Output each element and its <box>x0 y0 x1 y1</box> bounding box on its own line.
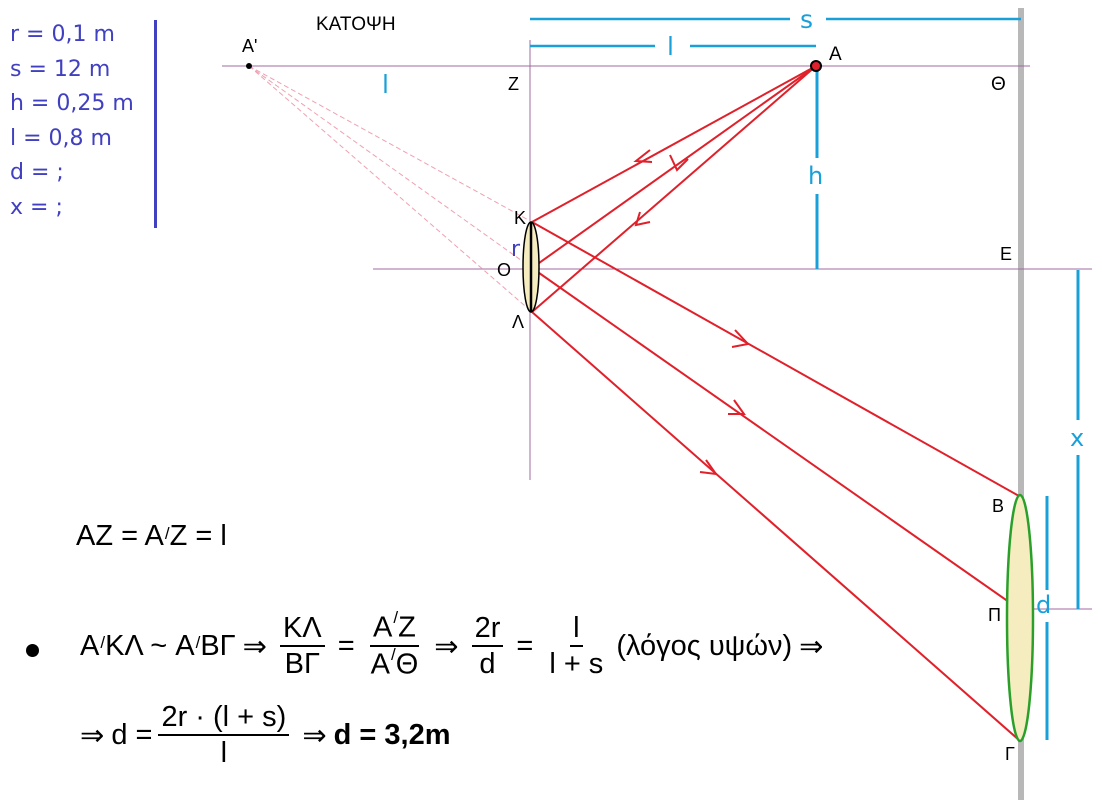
label-p: Π <box>988 605 1001 625</box>
eq2-kl-sim: ΚΛ ~ A <box>105 629 195 662</box>
title-katopsi: ΚΑΤΟΨΗ <box>316 14 396 35</box>
fraction-az-atheta: A/Z A/Θ <box>370 608 419 681</box>
eq3-result: d = 3,2m <box>333 718 451 751</box>
label-b: Β <box>992 496 1004 516</box>
equation-result: ⇒ d = 2r · (l + s)l ⇒ d = 3,2m <box>80 702 451 769</box>
label-r: r <box>511 237 521 262</box>
label-s: s <box>800 5 813 34</box>
bullet-dot <box>26 644 39 657</box>
virtual-rays <box>248 65 533 313</box>
implies-arrow: ⇒ <box>80 719 105 752</box>
reflected-rays <box>531 221 1020 741</box>
given-x: x = ; <box>10 194 63 220</box>
label-x: x <box>1070 424 1084 452</box>
eq2-a: A <box>80 629 100 662</box>
label-l-top: l <box>667 32 674 61</box>
implies-arrow: ⇒ <box>302 719 327 752</box>
given-d: d = ; <box>10 160 64 185</box>
given-r: r = 0,1 m <box>10 22 115 47</box>
givens-list: r = 0,1 m s = 12 m h = 0,25 m l = 0,8 m … <box>10 18 134 225</box>
equals-sign: = <box>516 629 534 662</box>
given-l: l = 0,8 m <box>10 125 112 151</box>
label-z: Ζ <box>508 74 519 94</box>
incident-rays <box>531 65 817 313</box>
label-a-prime: Α' <box>242 36 257 56</box>
given-h: h = 0,25 m <box>10 91 134 116</box>
implies-arrow: ⇒ <box>434 630 459 663</box>
point-a-prime <box>246 63 252 69</box>
reflected-arrow-heads <box>699 329 750 476</box>
equation-az: AZ = A/Z = l <box>76 520 227 552</box>
label-theta: Θ <box>991 74 1006 95</box>
label-lambda: Λ <box>512 312 524 332</box>
eq3-lhs: d = <box>111 718 153 751</box>
equals-sign: = <box>337 629 355 662</box>
incident-arrow-heads <box>633 149 689 227</box>
label-a: Α <box>829 44 842 65</box>
label-e: Ε <box>1000 244 1012 264</box>
label-l-left: l <box>382 70 389 99</box>
eq2-note: (λόγος υψών) <box>616 629 793 662</box>
label-k: Κ <box>514 208 526 228</box>
label-g: Γ <box>1005 744 1015 764</box>
label-d: d <box>1036 591 1051 619</box>
givens-divider <box>154 20 157 228</box>
implies-arrow: ⇒ <box>799 630 824 663</box>
label-h: h <box>808 162 823 190</box>
given-s: s = 12 m <box>10 56 111 82</box>
eq1-lhs: AZ = A <box>76 520 164 552</box>
implies-arrow: ⇒ <box>242 630 267 663</box>
eq1-rhs: Z = l <box>169 520 227 552</box>
label-o: Ο <box>497 260 511 280</box>
fraction-d-formula: 2r · (l + s)l <box>158 702 290 769</box>
light-spot-on-screen <box>1005 493 1035 743</box>
point-a <box>810 60 822 72</box>
eq2-bg: ΒΓ <box>200 629 236 662</box>
